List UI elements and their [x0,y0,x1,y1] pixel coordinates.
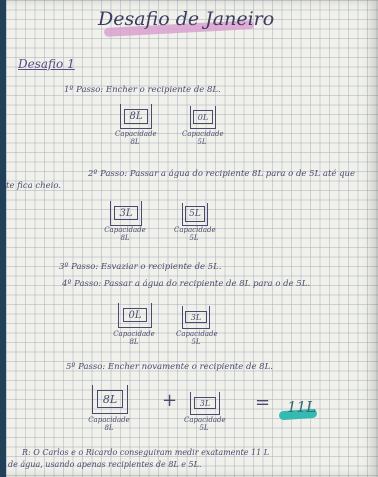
step-4-text: 4º Passo: Passar a água do recipiente de… [62,279,311,289]
plus-sign: + [162,390,178,411]
challenge-heading: Desafio 1 [18,57,75,71]
step-5-text: 5º Passo: Encher novamente o recipiente … [66,362,273,372]
page-title: Desafio de Janeiro [98,8,275,30]
step-2-text-cont: te fica cheio. [6,181,62,191]
container-8l-step5: 8L [92,385,128,414]
step-1-text: 1º Passo: Encher o recipiente de 8L. [64,85,221,95]
container-5l-step4: 3L [182,306,210,329]
container-5l-step1: 0L [190,106,216,129]
step-2-text: 2º Passo: Passar a água do recipiente 8L… [88,169,356,179]
container-5l-step5: 3L [190,392,220,415]
container-8l-step2-level: 3L [114,206,138,220]
container-5l-step5-level: 3L [194,397,216,409]
container-8l-step4: 0L [118,303,152,328]
answer-line-1: R: O Carlos e o Ricardo conseguiram medi… [22,448,270,457]
answer-line-2: de água, usando apenas recipientes de 8L… [8,460,202,469]
container-8l-step1: 8L [120,104,152,129]
equals-sign: = [255,392,271,413]
container-5l-step2: 5L [182,203,208,226]
container-5l-step1-level: 0L [193,110,213,124]
container-8l-step4-level: 0L [123,308,147,322]
container-8l-step5-level: 8L [97,390,123,408]
container-5l-step4-level: 3L [185,311,207,323]
container-8l-step2: 3L [110,201,142,226]
result-value: 11L [287,398,317,416]
step-3-text: 3º Passo: Esvaziar o recipiente de 5L. [59,262,222,272]
container-5l-step2-level: 5L [185,206,205,222]
notebook-page: Desafio de Janeiro Desafio 1 1º Passo: E… [6,0,378,477]
container-8l-step1-level: 8L [124,108,148,124]
